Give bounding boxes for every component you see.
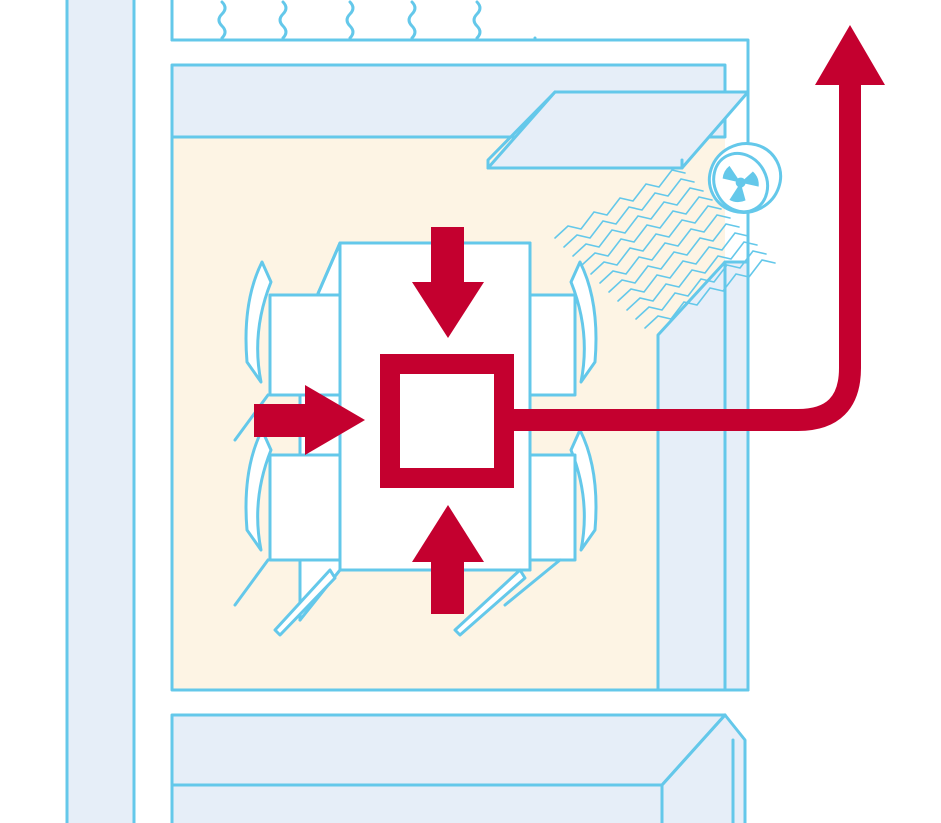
airflow-wave-line: [608, 223, 740, 293]
arrow-from-left: [254, 385, 365, 455]
airflow-wave-line: [572, 187, 704, 257]
airflow-wave-line: [635, 250, 767, 320]
airflow-wave-line: [590, 205, 722, 275]
airflow-waves: [554, 169, 776, 329]
arrow-from-top: [412, 227, 484, 338]
airflow-wave-line: [644, 259, 776, 329]
right-wall-block: [656, 260, 750, 692]
exhaust-up-arrow-icon: [500, 25, 885, 431]
chair-bottom-right: [453, 428, 598, 637]
chair-top-left: [233, 260, 342, 442]
airflow-wave-line: [599, 214, 731, 284]
inward-pointing-arrows-icon: [254, 227, 484, 614]
airflow-wave-line: [554, 169, 686, 239]
arrow-from-bottom: [412, 505, 484, 614]
airflow-wave-line: [563, 178, 695, 248]
airflow-wave-line: [581, 196, 713, 266]
airflow-wave-line: [626, 241, 758, 311]
curtain-rail: [170, 0, 537, 42]
bottom-cabinet: [170, 713, 747, 823]
chair-bottom-left: [233, 428, 342, 637]
air-collection-square-icon: [380, 354, 514, 488]
airflow-wave-line: [617, 232, 749, 302]
left-wall-column: [65, 0, 136, 823]
circulator-fan-icon: [707, 142, 783, 214]
chair-top-right: [528, 260, 598, 397]
ceiling-vent-icon: [486, 90, 750, 170]
